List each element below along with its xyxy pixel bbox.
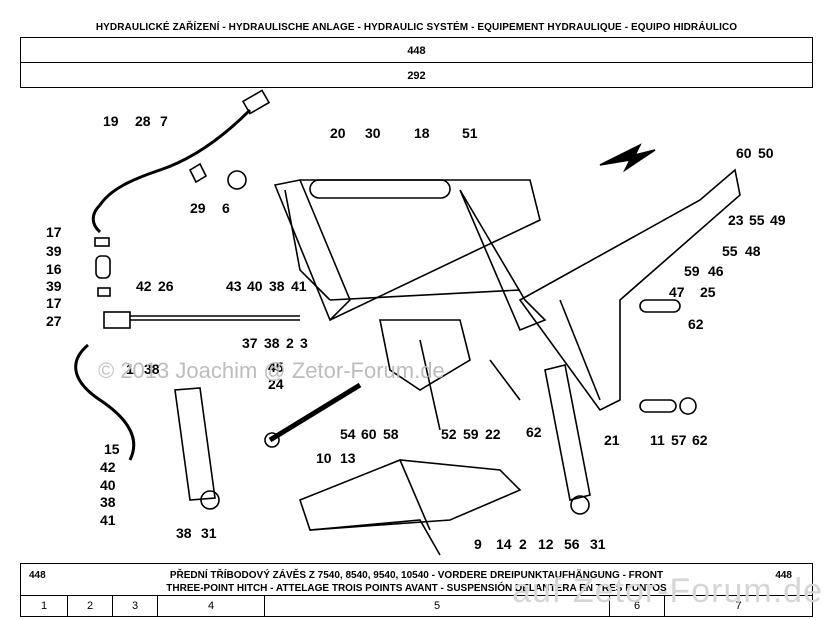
footer-column-row: 1 2 3 4 5 6 7 (21, 595, 812, 616)
callout-7: 7 (160, 113, 168, 129)
callout-13: 13 (340, 450, 356, 466)
callout-31: 31 (201, 525, 217, 541)
callout-60-b: 60 (361, 426, 377, 442)
footer-col-2: 2 (68, 596, 113, 616)
callout-17: 17 (46, 224, 62, 240)
footer-title-line1: PŘEDNÍ TŘÍBODOVÝ ZÁVĚS Z 7540, 8540, 954… (169, 570, 664, 581)
callout-46: 46 (708, 263, 724, 279)
footer-col-7: 7 (735, 600, 742, 612)
callout-59-b: 59 (463, 426, 479, 442)
callout-30: 30 (365, 125, 381, 141)
callout-59: 59 (684, 263, 700, 279)
callout-2: 2 (286, 335, 294, 351)
callout-20: 20 (330, 125, 346, 141)
footer-code-left: 448 (29, 570, 46, 581)
watermark-text: © 2013 Joachim @ Zetor-Forum.de (98, 358, 445, 383)
callout-42: 42 (136, 278, 152, 294)
callout-29: 29 (190, 200, 206, 216)
callout-38-c: 38 (144, 361, 160, 377)
page-title: HYDRAULICKÉ ZAŘÍZENÍ - HYDRAULISCHE ANLA… (95, 22, 738, 33)
callout-52: 52 (441, 426, 457, 442)
callout-12: 12 (538, 536, 554, 552)
callout-43: 43 (226, 278, 242, 294)
callout-39: 39 (46, 243, 62, 259)
callout-62-b: 62 (692, 432, 708, 448)
callout-38-b: 38 (264, 335, 280, 351)
callout-11: 11 (650, 432, 665, 448)
callout-40-b: 40 (100, 477, 116, 493)
callout-19: 19 (103, 113, 119, 129)
callout-50: 50 (758, 145, 774, 161)
callout-24: 24 (268, 376, 284, 392)
callout-38-e: 38 (176, 525, 192, 541)
code-sub-box: 292 (20, 62, 813, 88)
callout-62-c: 62 (526, 424, 542, 440)
callout-18: 18 (414, 125, 430, 141)
callout-26: 26 (158, 278, 174, 294)
callout-45: 45 (268, 359, 284, 375)
callout-23: 23 (728, 212, 744, 228)
callout-2-b: 2 (519, 536, 527, 552)
callout-27: 27 (46, 313, 62, 329)
callout-39-b: 39 (46, 278, 62, 294)
callout-37: 37 (242, 335, 258, 351)
callout-10: 10 (316, 450, 332, 466)
footer-code-right: 448 (775, 570, 792, 581)
parts-diagram: 19 28 7 29 6 20 30 18 51 60 50 23 55 49 … (46, 89, 786, 556)
footer-col-3: 3 (113, 596, 158, 616)
callout-38: 38 (269, 278, 285, 294)
callout-17-b: 17 (46, 295, 62, 311)
callout-42-b: 42 (100, 459, 116, 475)
callout-47: 47 (669, 284, 685, 300)
footer-col-5: 5 (265, 596, 610, 616)
callout-55-b: 55 (722, 243, 738, 259)
callout-1: 1 (126, 361, 134, 377)
callout-6: 6 (222, 200, 230, 216)
callout-15: 15 (104, 441, 120, 457)
callout-49: 49 (770, 212, 786, 228)
callout-41-b: 41 (100, 512, 116, 528)
callout-60: 60 (736, 145, 752, 161)
callout-3: 3 (300, 335, 308, 351)
callout-22: 22 (485, 426, 501, 442)
callout-28: 28 (135, 113, 151, 129)
callout-51: 51 (462, 125, 478, 141)
callout-40: 40 (247, 278, 263, 294)
footer-col-6: 6 (610, 596, 665, 616)
callout-58: 58 (383, 426, 399, 442)
footer-title-line2: THREE-POINT HITCH - ATTELAGE TROIS POINT… (166, 583, 667, 594)
callout-57: 57 (671, 432, 687, 448)
callout-54: 54 (340, 426, 356, 442)
callout-31-b: 31 (590, 536, 606, 552)
callout-16: 16 (46, 261, 62, 277)
footer-watermark: auf Zetor-Forum.de (512, 572, 823, 610)
callout-48: 48 (745, 243, 761, 259)
code-top-box: 448 (20, 37, 813, 63)
callout-25: 25 (700, 284, 716, 300)
callout-14: 14 (496, 536, 512, 552)
diagram-linework (74, 89, 741, 556)
callout-55: 55 (749, 212, 765, 228)
footer-box: 448 448 PŘEDNÍ TŘÍBODOVÝ ZÁVĚS Z 7540, 8… (20, 563, 813, 617)
callout-21: 21 (604, 432, 620, 448)
footer-col-1: 1 (21, 596, 68, 616)
footer-col-4: 4 (158, 596, 265, 616)
callout-41: 41 (291, 278, 307, 294)
callout-9: 9 (474, 536, 482, 552)
callout-38-d: 38 (100, 494, 116, 510)
callout-56: 56 (564, 536, 580, 552)
callout-62: 62 (688, 316, 704, 332)
